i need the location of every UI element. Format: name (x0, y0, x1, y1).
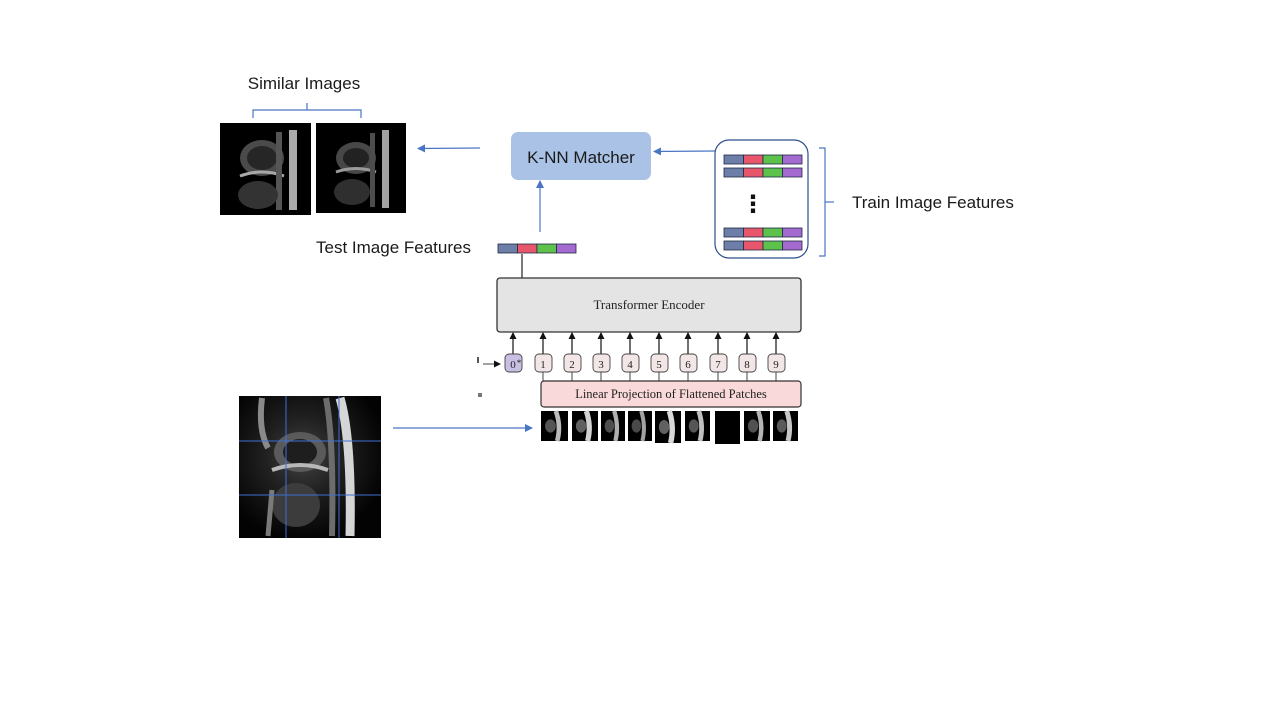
patch-row (541, 410, 798, 444)
token-index-label: 5 (656, 359, 662, 371)
patch-tissue (545, 419, 556, 433)
transformer-encoder-label: Transformer Encoder (593, 297, 705, 312)
token-index-label: 1 (540, 359, 546, 371)
patch-thumbnail-9 (773, 410, 798, 442)
train-feature-vector-4 (723, 240, 803, 251)
token-0: 0* (504, 332, 523, 373)
feature-segment (556, 243, 577, 254)
transformer-encoder-box (496, 277, 802, 333)
train-feature-vector-1 (723, 154, 803, 165)
token-index-label: 6 (685, 359, 691, 371)
input-mri-image (239, 396, 381, 538)
feature-segment (782, 154, 803, 165)
patch-structure (612, 410, 620, 442)
token-index-label: 2 (569, 359, 575, 371)
feature-segment (536, 243, 557, 254)
feature-segment (782, 227, 803, 238)
train-image-features-label: Train Image Features (852, 193, 1014, 212)
patch-thumbnail-7 (715, 411, 740, 444)
linear-projection-box (540, 380, 802, 408)
patch-structure (696, 410, 704, 442)
train-features-bracket (819, 147, 834, 257)
arrow-train-to-matcher (653, 147, 716, 156)
patch-thumbnail-6 (685, 410, 710, 442)
token-2: 2 (563, 332, 582, 381)
patch-tissue (688, 419, 699, 433)
knn-matcher-box (511, 132, 651, 180)
train-feature-vector-3 (723, 227, 803, 238)
feature-segment (743, 167, 764, 178)
test-feature-vector (497, 243, 577, 254)
patch-thumbnail-4 (628, 410, 652, 442)
feature-segment (762, 167, 783, 178)
feature-segment (723, 154, 744, 165)
token-8: 8 (738, 332, 757, 381)
test-feature-vector (497, 243, 577, 254)
patch-thumbnail-8 (744, 410, 770, 442)
patch-tissue (631, 419, 642, 433)
feature-segment (762, 227, 783, 238)
token-5: 5 (650, 332, 669, 381)
patch-structure (756, 410, 764, 442)
feature-segment (782, 240, 803, 251)
feature-segment (723, 167, 744, 178)
patch-bg (715, 411, 740, 444)
train-feature-vector-2 (723, 167, 803, 178)
token-index-label: 0 (510, 359, 516, 371)
knn-matcher-label: K-NN Matcher (527, 148, 635, 167)
token-index-label: 4 (627, 359, 633, 371)
token-index-label: 8 (744, 359, 750, 371)
feature-segment (762, 154, 783, 165)
feature-segment (743, 240, 764, 251)
token-index-label: 7 (715, 359, 721, 371)
patch-structure (639, 410, 646, 442)
test-image-features-label: Test Image Features (316, 238, 471, 257)
train-ellipsis: ⋮ (741, 190, 765, 218)
arrow-matcher-to-similar (417, 144, 481, 153)
similar-images-label: Similar Images (248, 74, 360, 93)
patch-tissue (604, 419, 615, 433)
patch-tissue (747, 419, 759, 433)
feature-segment (743, 154, 764, 165)
feature-segment (723, 240, 744, 251)
class-embedding-mark (477, 357, 479, 363)
class-token-marker: * (517, 358, 522, 368)
patch-tissue (658, 419, 670, 435)
token-3: 3 (592, 332, 611, 381)
token-pill (504, 353, 523, 373)
feature-segment (723, 227, 744, 238)
token-1: 1 (534, 332, 553, 381)
patch-structure (666, 410, 675, 444)
feature-segment (517, 243, 538, 254)
feature-segment (762, 240, 783, 251)
patch-thumbnail-2 (572, 410, 598, 442)
train-features-container (714, 139, 809, 259)
feature-segment (782, 167, 803, 178)
patch-structure (583, 410, 592, 442)
patch-thumbnail-5 (655, 410, 681, 444)
patch-structure (553, 410, 562, 442)
token-index-label: 3 (598, 359, 604, 371)
token-7: 7 (709, 332, 728, 381)
token-row: 0* 1 2 3 4 5 6 7 8 9 (504, 332, 786, 381)
patch-thumbnail-3 (601, 410, 625, 442)
similar-mri-image-1 (220, 123, 311, 215)
patch-structure (784, 410, 793, 442)
token-4: 4 (621, 332, 640, 381)
patch-tissue (575, 419, 587, 433)
similar-images-bracket (252, 103, 362, 118)
feature-segment (497, 243, 518, 254)
class-embedding-mark-2 (478, 393, 482, 397)
token-9: 9 (767, 332, 786, 381)
similar-mri-image-2 (316, 123, 406, 213)
patch-tissue (776, 419, 787, 433)
patch-thumbnail-1 (541, 410, 568, 442)
input-image-grid (239, 396, 381, 538)
train-feature-vectors (723, 154, 803, 251)
token-6: 6 (679, 332, 698, 381)
feature-segment (743, 227, 764, 238)
linear-projection-label: Linear Projection of Flattened Patches (575, 387, 767, 401)
token-index-label: 9 (773, 359, 779, 371)
